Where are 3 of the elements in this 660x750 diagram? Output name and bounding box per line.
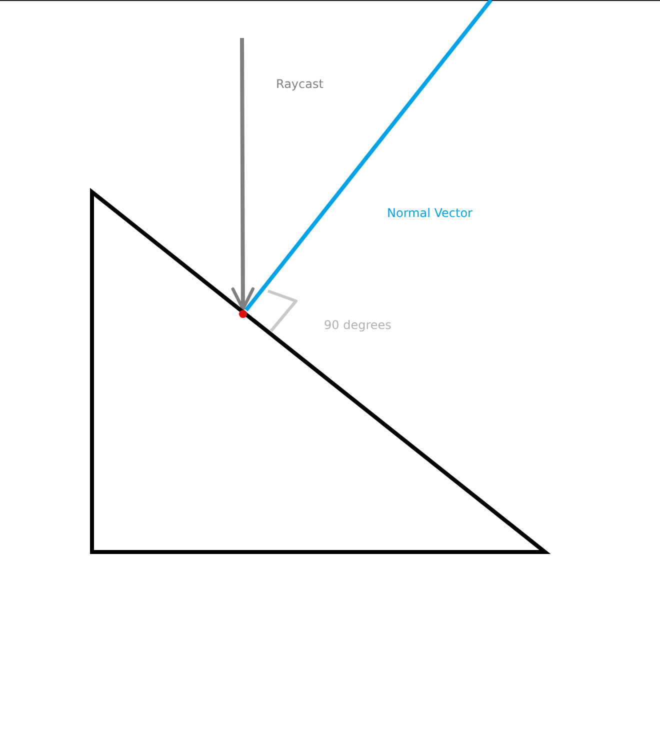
angle-label: 90 degrees xyxy=(324,318,392,333)
arrow xyxy=(231,38,254,311)
edge-label: Raycast xyxy=(276,77,324,92)
